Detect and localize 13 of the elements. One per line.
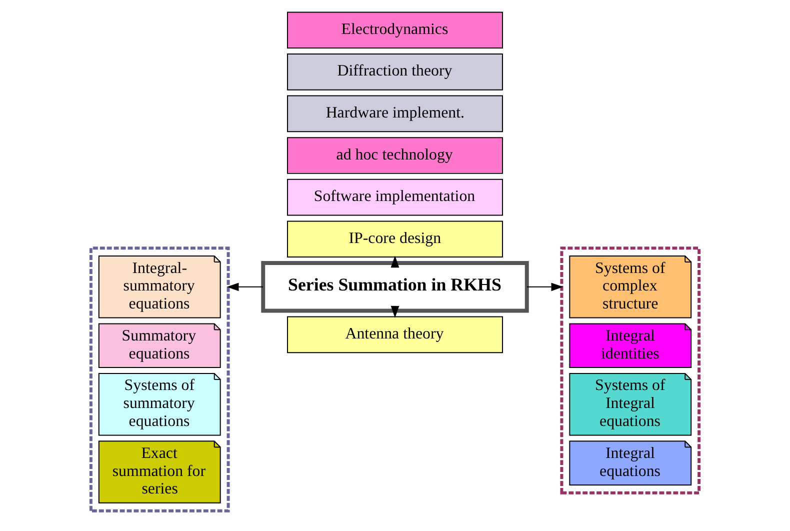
node-box: Electrodynamics: [287, 12, 503, 49]
arrow: [226, 282, 264, 292]
node-box: Diffraction theory: [287, 54, 503, 90]
cluster: [560, 246, 701, 494]
node-box: ad hoc technology: [287, 137, 503, 174]
node-box: Hardware implement.: [287, 95, 503, 132]
node-box: Antenna theory: [287, 316, 503, 354]
node-box: IP-core design: [287, 220, 503, 258]
cluster: [89, 246, 230, 512]
arrow: [526, 282, 564, 292]
arrow: [390, 256, 400, 268]
arrow: [390, 306, 400, 318]
node-box: Software implementation: [287, 178, 503, 216]
